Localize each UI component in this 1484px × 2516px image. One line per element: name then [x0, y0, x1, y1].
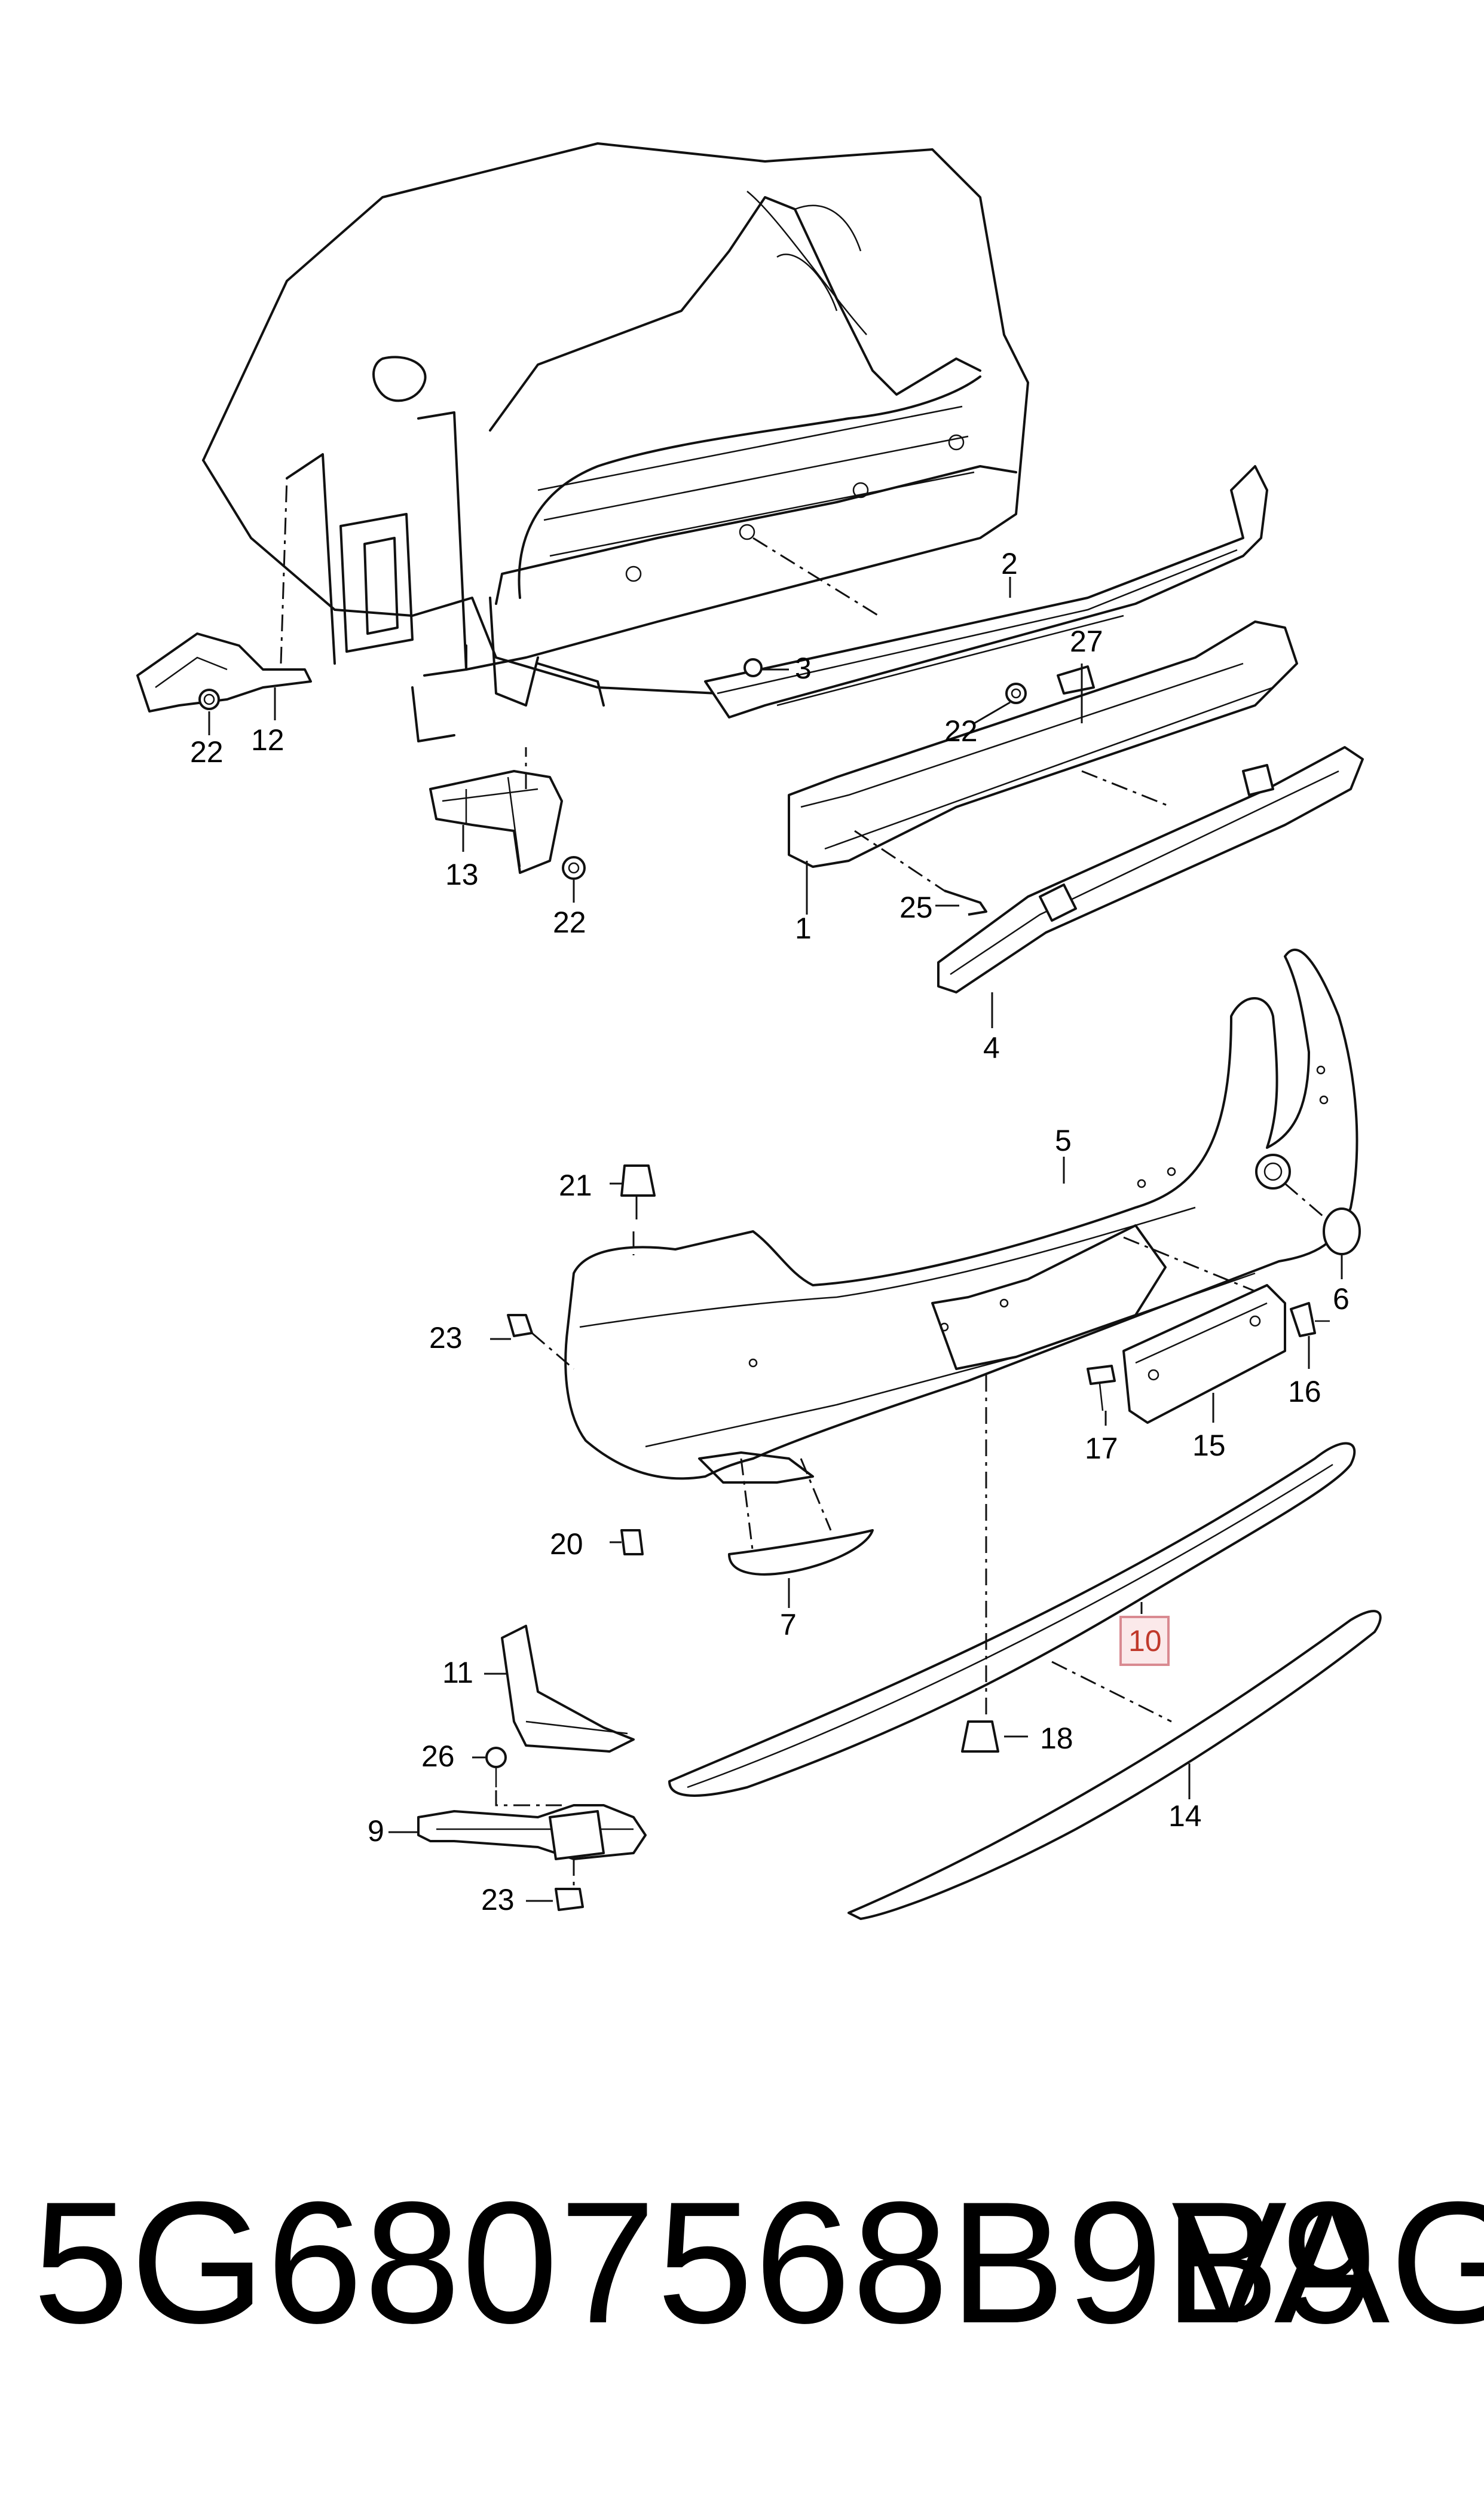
clip-18-drawing: [961, 1720, 1028, 1753]
callout-7: 7: [780, 1608, 797, 1641]
callout-1: 1: [795, 912, 812, 945]
callout-15: 15: [1192, 1429, 1226, 1462]
body-shell-drawing: [202, 142, 1029, 742]
callout-27: 27: [1070, 625, 1103, 658]
callout-5: 5: [1055, 1124, 1072, 1157]
absorber-4-drawing: [937, 746, 1364, 1028]
bracket-9-drawing: [388, 1804, 647, 1895]
cap-6-drawing: [1284, 1182, 1361, 1279]
callout-25: 25: [899, 891, 933, 924]
callout-11: 11: [442, 1656, 473, 1689]
brand-label: VAG: [1171, 2166, 1484, 2359]
callout-12: 12: [251, 723, 284, 757]
callout-21: 21: [559, 1169, 592, 1202]
callout-9: 9: [368, 1814, 384, 1848]
callout-4: 4: [983, 1031, 1000, 1065]
callout-3: 3: [795, 652, 812, 685]
fasteners-20-21-drawing: [507, 1164, 656, 1555]
carrier-1-drawing: [788, 620, 1298, 916]
callout-17: 17: [1085, 1432, 1118, 1465]
callout-16: 16: [1288, 1375, 1321, 1408]
plate-mount-15-drawing: [1122, 1236, 1286, 1424]
callout-18: 18: [1040, 1722, 1073, 1755]
trim-strip-10-drawing: [668, 1375, 1356, 1797]
callout-23-lower: 23: [481, 1883, 515, 1916]
parts-diagram: 1 2 3 4 5 6 7 9 10 11 12 13 14 15 16 17 …: [136, 142, 1382, 1920]
screws-16-17-drawing: [1087, 1302, 1330, 1426]
callout-6: 6: [1333, 1282, 1350, 1316]
callout-22-low: 22: [553, 906, 586, 939]
callout-10: 10: [1128, 1624, 1162, 1658]
part-number: 5G6807568B9B9: [33, 2166, 1379, 2359]
callout-23-upper: 23: [429, 1321, 463, 1355]
callout-2: 2: [1001, 547, 1018, 580]
bracket-13-drawing: [429, 747, 586, 903]
callout-26: 26: [421, 1740, 455, 1773]
trim-strip-14-drawing: [847, 1610, 1382, 1920]
callout-20: 20: [550, 1527, 583, 1561]
stiffener-2-drawing: [704, 465, 1268, 724]
callout-labels: 1 2 3 4 5 6 7 9 10 11 12 13 14 15 16 17 …: [190, 547, 1350, 1916]
callout-22-left: 22: [190, 735, 224, 769]
callout-22-mid: 22: [944, 714, 978, 748]
callout-14: 14: [1168, 1799, 1202, 1833]
bracket-11-drawing: [484, 1625, 635, 1753]
screw-26-drawing: [472, 1747, 562, 1806]
callout-10-highlight: [1119, 1616, 1170, 1666]
bumper-cover-5-drawing: [564, 949, 1358, 1484]
callout-13: 13: [445, 858, 479, 891]
reflector-7-drawing: [728, 1458, 874, 1608]
bracket-12-drawing: [136, 478, 312, 735]
clip-23-drawing: [490, 1338, 584, 1911]
